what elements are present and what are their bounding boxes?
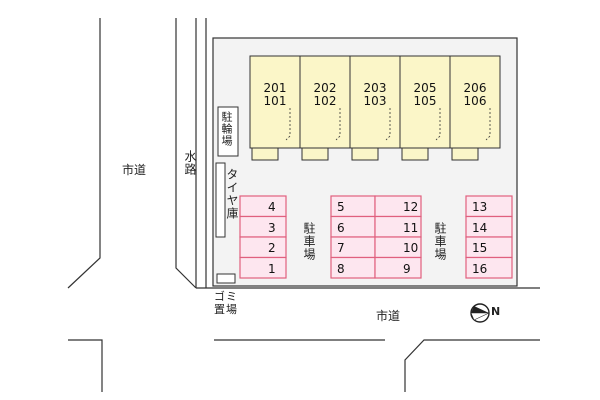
parking-slot-number: 3 <box>268 220 276 235</box>
building-unit-201 <box>249 55 301 161</box>
parking-slot-number: 8 <box>337 261 345 276</box>
bottom-road-left-edge <box>68 339 103 392</box>
parking-slot-number: 7 <box>337 241 345 255</box>
tire-storage-label: タイヤ庫 <box>225 168 239 220</box>
left-road-line-1 <box>67 18 101 289</box>
parking-slot-3 <box>239 215 287 238</box>
parking-slot-9 <box>374 256 422 279</box>
parking-slot-number: 14 <box>472 220 488 235</box>
parking-slot-number: 4 <box>268 200 276 214</box>
garbage-box <box>216 273 236 284</box>
parking-slot-number: 13 <box>472 200 488 214</box>
parking-slot-number: 15 <box>472 241 488 255</box>
waterway-label: 水路 <box>183 150 197 176</box>
upper-room-number: 206 <box>463 81 487 95</box>
upper-room-number: 203 <box>363 81 387 95</box>
parking-slot-number: 16 <box>472 261 488 276</box>
lower-room-number: 106 <box>463 94 487 108</box>
building-unit-206 <box>449 55 501 161</box>
left-road-line-2 <box>175 18 197 289</box>
parking-slot-4 <box>239 195 287 218</box>
parking-slot-number: 11 <box>403 220 419 235</box>
bicycle-parking-box <box>217 106 239 157</box>
lower-room-number: 102 <box>313 94 337 108</box>
tire-storage-box <box>215 162 226 238</box>
building-unit-205 <box>399 55 451 161</box>
compass-north-label: N <box>491 305 501 318</box>
city-road-label-bottom: 市道 <box>376 309 401 323</box>
parking-slot-16 <box>465 256 513 279</box>
garbage-label: ゴミ置場 <box>210 290 242 316</box>
building-unit-203 <box>349 55 401 161</box>
parking-slot-number: 6 <box>337 220 345 235</box>
bicycle-parking-label: 駐輪場 <box>220 111 233 147</box>
parking-slot-1 <box>239 256 287 279</box>
bottom-road-bottom-right <box>404 339 540 392</box>
upper-room-number: 201 <box>263 81 287 95</box>
parking-layer <box>239 195 513 279</box>
city-road-label-left: 市道 <box>122 163 147 177</box>
compass-icon <box>470 303 490 323</box>
parking-slot-number: 12 <box>403 200 419 214</box>
parking-slot-number: 1 <box>268 261 276 276</box>
parking-slot-2 <box>239 236 287 259</box>
lower-room-number: 103 <box>363 94 387 108</box>
garbage-label-text: ゴミ置場 <box>214 290 238 316</box>
upper-room-number: 202 <box>313 81 337 95</box>
parking-label-1: 駐車場 <box>302 222 316 261</box>
lower-room-number: 101 <box>263 94 287 108</box>
building-unit-202 <box>299 55 351 161</box>
upper-room-number: 205 <box>413 81 437 95</box>
buildings-layer <box>249 55 501 161</box>
parking-slot-number: 2 <box>268 241 276 255</box>
parking-slot-number: 9 <box>403 261 411 276</box>
parking-slot-number: 5 <box>337 200 345 214</box>
parking-label-2: 駐車場 <box>433 222 447 261</box>
parking-slot-number: 10 <box>403 241 419 255</box>
lower-room-number: 105 <box>413 94 437 108</box>
